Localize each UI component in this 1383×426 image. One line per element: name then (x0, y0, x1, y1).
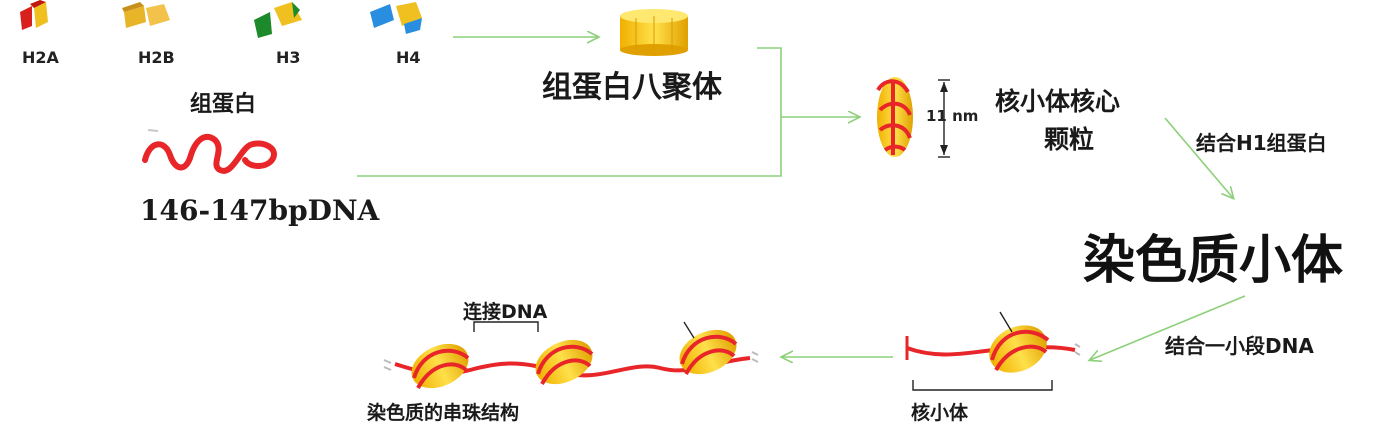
dna-length-label: 146-147bpDNA (140, 194, 380, 227)
connector-bracket (357, 47, 782, 177)
dna-end-mark (147, 129, 159, 132)
nucleosome-bracket (912, 380, 1053, 391)
histone-label: 组蛋白 (190, 92, 257, 117)
h2a-label: H2A (22, 48, 59, 67)
dimension-marker (938, 79, 950, 158)
octamer-label: 组蛋白八聚体 (542, 70, 722, 105)
core-particle-label-line2: 颗粒 (1044, 125, 1095, 154)
h4-label: H4 (396, 48, 421, 67)
beads-on-string-label: 染色质的串珠结构 (367, 402, 520, 424)
bind-dna-label: 结合一小段DNA (1165, 334, 1314, 358)
linker-bracket (473, 321, 539, 332)
nm-label: 11 nm (926, 107, 979, 125)
beads-string-icon (383, 321, 759, 390)
arrow-bind-dna (1090, 295, 1246, 360)
h4-icon (370, 2, 422, 34)
core-particle-label-line1: 核小体核心 (995, 87, 1121, 116)
arrow-bind-h1 (1164, 117, 1233, 198)
linker-dna-label: 连接DNA (463, 301, 548, 323)
nucleosome-label: 核小体 (911, 402, 969, 424)
core-particle-icon (876, 77, 913, 157)
h2b-icon (122, 2, 170, 28)
chromatosome-label: 染色质小体 (1083, 231, 1344, 291)
h2b-label: H2B (138, 48, 175, 67)
bind-h1-label: 结合H1组蛋白 (1196, 131, 1327, 155)
octamer-icon (620, 9, 688, 56)
dna-strand-icon (142, 133, 277, 174)
h2a-icon (20, 0, 48, 30)
h3-icon (254, 2, 302, 38)
nucleosome-icon (905, 311, 1081, 373)
h3-label: H3 (276, 48, 301, 67)
